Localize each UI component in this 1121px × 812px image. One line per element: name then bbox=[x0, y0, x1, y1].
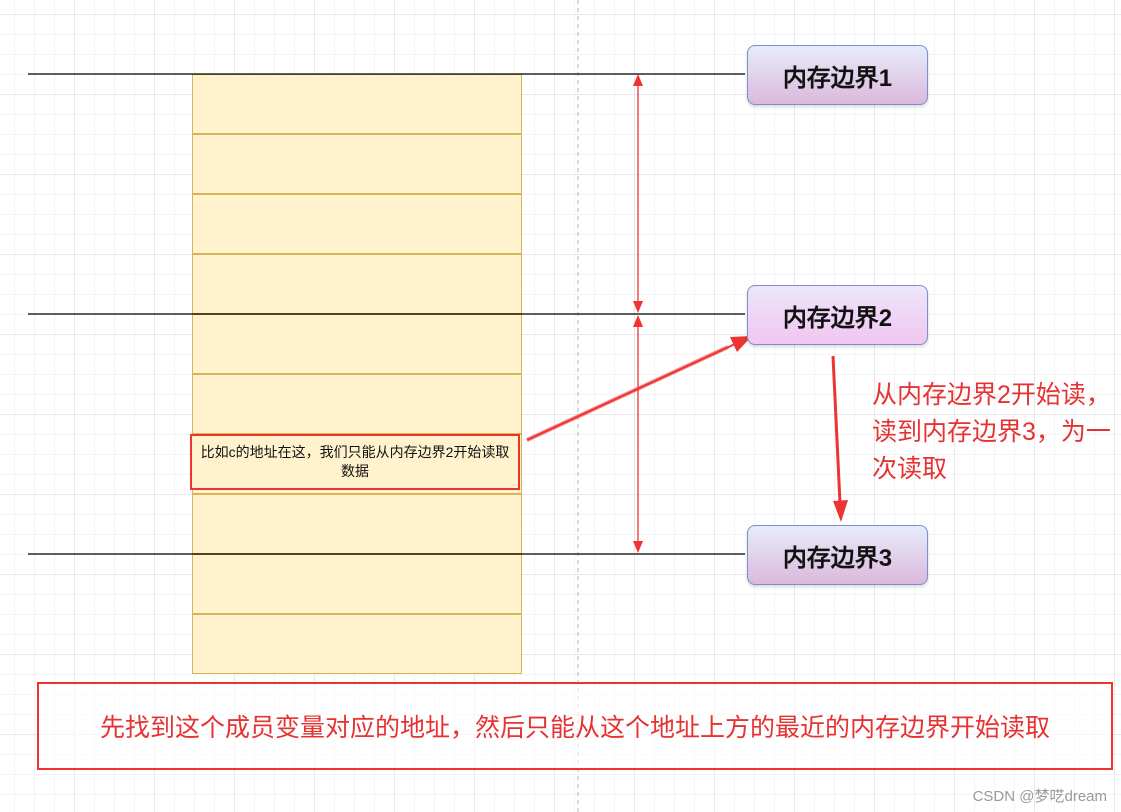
memory-boundary-3-label[interactable]: 内存边界3 bbox=[747, 525, 928, 585]
summary-note-box[interactable]: 先找到这个成员变量对应的地址，然后只能从这个地址上方的最近的内存边界开始读取 bbox=[37, 682, 1113, 770]
memory-cell bbox=[192, 254, 522, 314]
memory-cell bbox=[192, 134, 522, 194]
memory-boundary-1-label[interactable]: 内存边界1 bbox=[747, 45, 928, 105]
watermark: CSDN @梦呓dream bbox=[972, 788, 1107, 805]
memory-boundary-2-label[interactable]: 内存边界2 bbox=[747, 285, 928, 345]
read-range-note[interactable]: 从内存边界2开始读，读到内存边界3，为一次读取 bbox=[872, 381, 1111, 483]
address-note-box[interactable]: 比如c的地址在这，我们只能从内存边界2开始读取数据 bbox=[190, 434, 520, 490]
memory-cell bbox=[192, 374, 522, 434]
memory-cell bbox=[192, 494, 522, 554]
memory-cell bbox=[192, 74, 522, 134]
memory-cell bbox=[192, 554, 522, 614]
memory-cell bbox=[192, 614, 522, 674]
summary-note-text: 先找到这个成员变量对应的地址，然后只能从这个地址上方的最近的内存边界开始读取 bbox=[99, 714, 1050, 742]
address-note-text: 比如c的地址在这，我们只能从内存边界2开始读取数据 bbox=[200, 444, 510, 479]
memory-cell bbox=[192, 194, 522, 254]
memory-cell bbox=[192, 314, 522, 374]
